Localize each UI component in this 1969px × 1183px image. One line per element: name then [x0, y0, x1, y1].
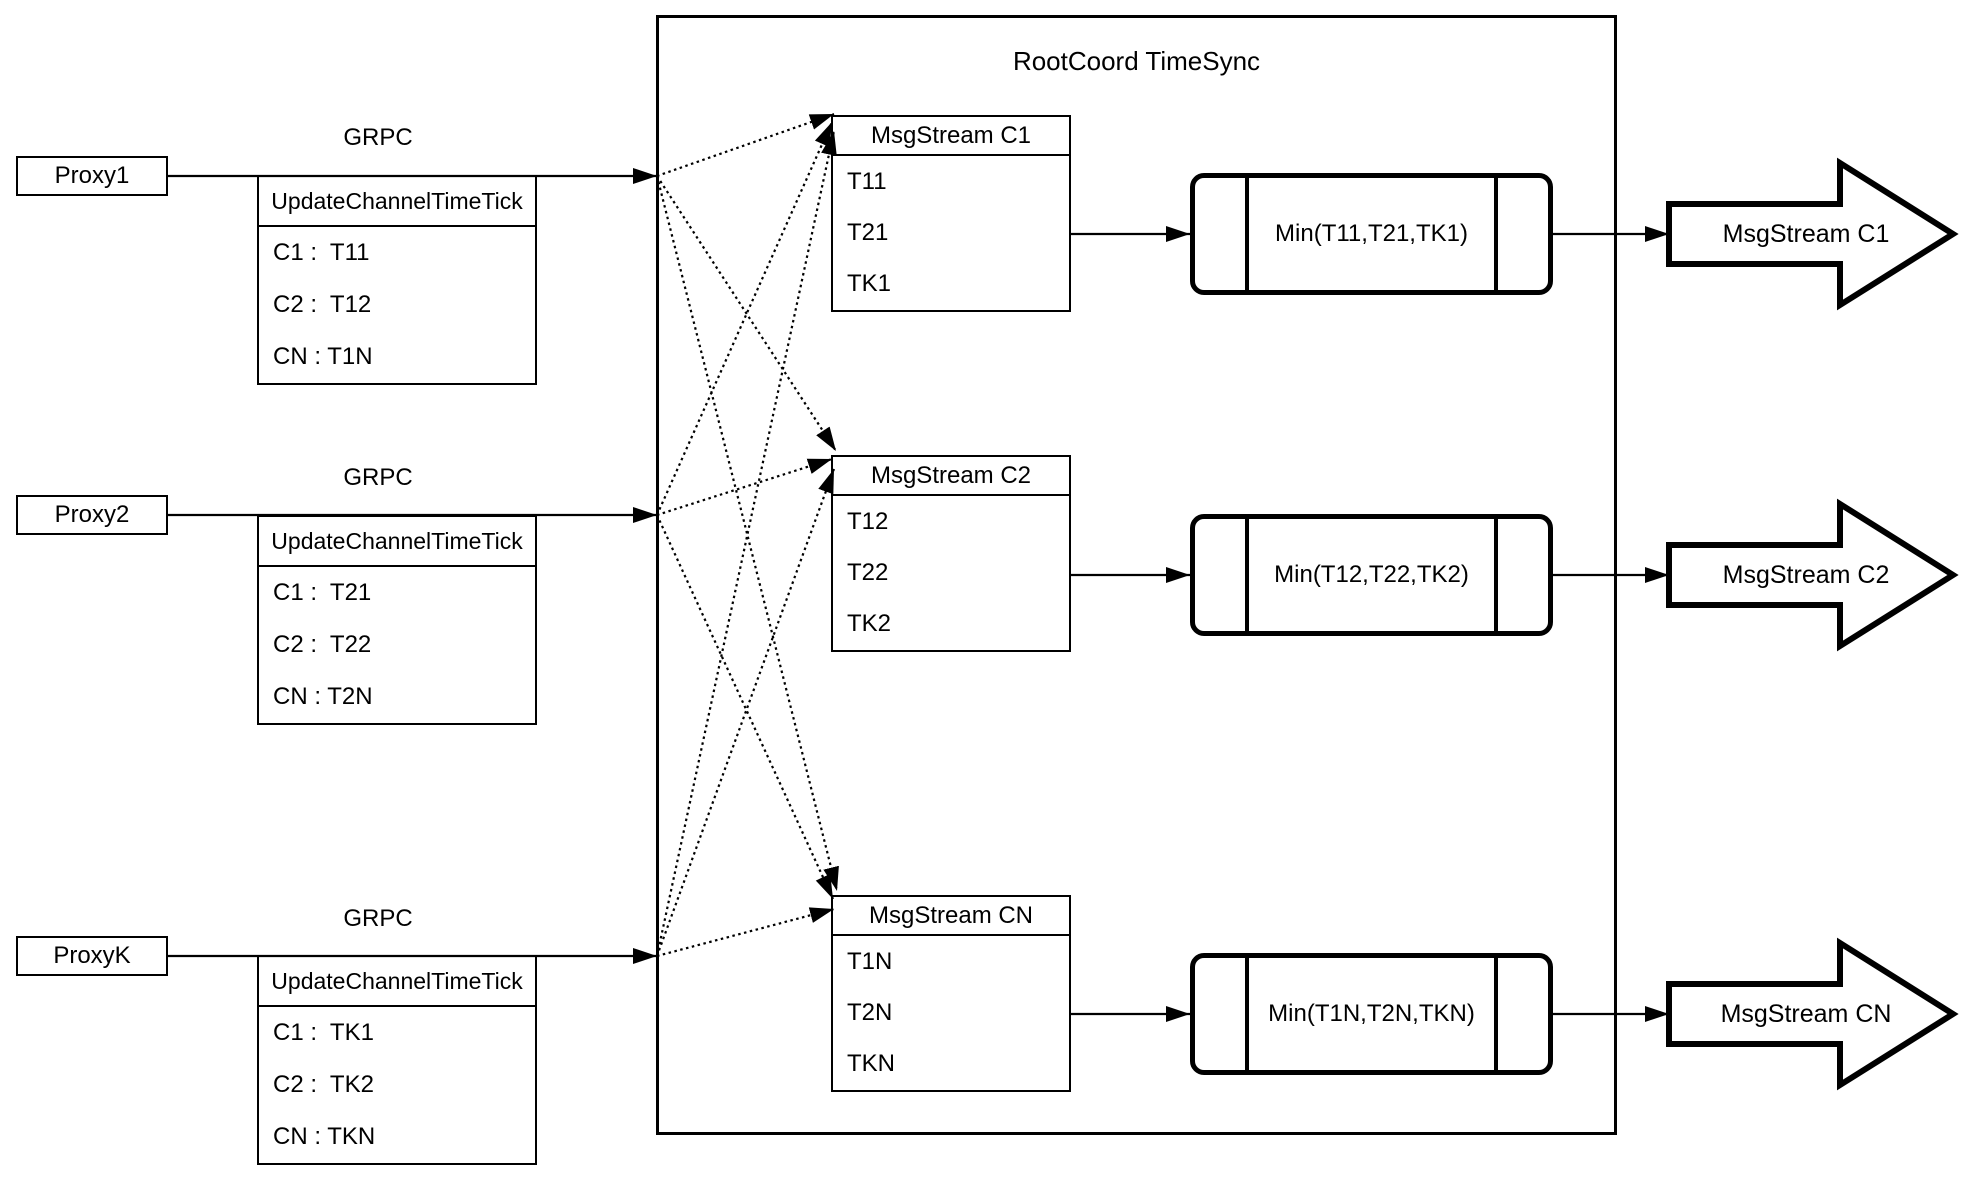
queue-divider-left [1245, 519, 1249, 631]
msgstream-table-header: MsgStream C1 [833, 117, 1069, 156]
msgstream-table-header: MsgStream CN [833, 897, 1069, 936]
queue-divider-right [1494, 958, 1498, 1070]
min-box-cn: Min(T1N,T2N,TKN) [1190, 953, 1553, 1075]
update-table-row-c2: C2 : T22 [273, 631, 372, 658]
proxy2-box: Proxy2 [16, 495, 168, 535]
msgstream-table-row: T2N [847, 998, 893, 1026]
msgstream-table-row: T1N [847, 947, 893, 975]
msgstream-table-row: T21 [847, 218, 889, 246]
update-table-row-cn: CN : T1N [273, 343, 373, 370]
msgstream-table-row: TK1 [847, 270, 892, 298]
grpc-label-row1: GRPC [343, 124, 413, 151]
min-box-c1: Min(T11,T21,TK1) [1190, 173, 1553, 295]
grpc-label-row2: GRPC [343, 464, 413, 491]
update-table-header: UpdateChannelTimeTick [259, 517, 535, 567]
msgstream-table-row: T11 [847, 167, 887, 195]
msgstream-table-row: T22 [847, 558, 889, 586]
msgstream-table-header: MsgStream C2 [833, 457, 1069, 496]
update-table-header: UpdateChannelTimeTick [259, 177, 535, 227]
proxyk-box: ProxyK [16, 936, 168, 976]
proxy1-box: Proxy1 [16, 156, 168, 196]
output-arrow-label-cn: MsgStream CN [1720, 999, 1892, 1028]
min-label-c1: Min(T11,T21,TK1) [1275, 220, 1468, 247]
msgstream-table-cn: MsgStream CN T1N T2N TKN [831, 895, 1071, 1092]
update-table-row-c1: C1 : T21 [273, 579, 372, 606]
update-table-row-c1: C1 : T11 [273, 239, 370, 266]
update-table-row-cn: CN : T2N [273, 683, 373, 710]
grpc-label-row3: GRPC [343, 905, 413, 932]
msgstream-table-c1: MsgStream C1 T11 T21 TK1 [831, 115, 1071, 312]
queue-divider-left [1245, 958, 1249, 1070]
min-label-cn: Min(T1N,T2N,TKN) [1268, 1000, 1475, 1027]
proxy2-label: Proxy2 [54, 501, 130, 528]
rootcoord-title: RootCoord TimeSync [1012, 46, 1261, 76]
update-table-row-c1: C1 : TK1 [273, 1019, 374, 1046]
output-arrow-label-c2: MsgStream C2 [1722, 560, 1890, 589]
min-label-c2: Min(T12,T22,TK2) [1274, 561, 1469, 588]
msgstream-table-c2: MsgStream C2 T12 T22 TK2 [831, 455, 1071, 652]
msgstream-table-row: T12 [847, 507, 889, 535]
queue-divider-left [1245, 178, 1249, 290]
update-table-proxy1: UpdateChannelTimeTick C1 : T11 C2 : T12 … [257, 175, 537, 385]
update-table-proxy2: UpdateChannelTimeTick C1 : T21 C2 : T22 … [257, 515, 537, 725]
update-table-row-c2: C2 : TK2 [273, 1071, 374, 1098]
queue-divider-right [1494, 178, 1498, 290]
update-table-row-cn: CN : TKN [273, 1123, 376, 1150]
msgstream-table-row: TK2 [847, 610, 892, 638]
update-table-row-c2: C2 : T12 [273, 291, 372, 318]
msgstream-table-row: TKN [847, 1050, 895, 1078]
output-arrow-label-c1: MsgStream C1 [1722, 219, 1890, 248]
proxyk-label: ProxyK [53, 942, 131, 969]
proxy1-label: Proxy1 [54, 162, 130, 189]
update-table-proxyk: UpdateChannelTimeTick C1 : TK1 C2 : TK2 … [257, 955, 537, 1165]
queue-divider-right [1494, 519, 1498, 631]
update-table-header: UpdateChannelTimeTick [259, 957, 535, 1007]
min-box-c2: Min(T12,T22,TK2) [1190, 514, 1553, 636]
